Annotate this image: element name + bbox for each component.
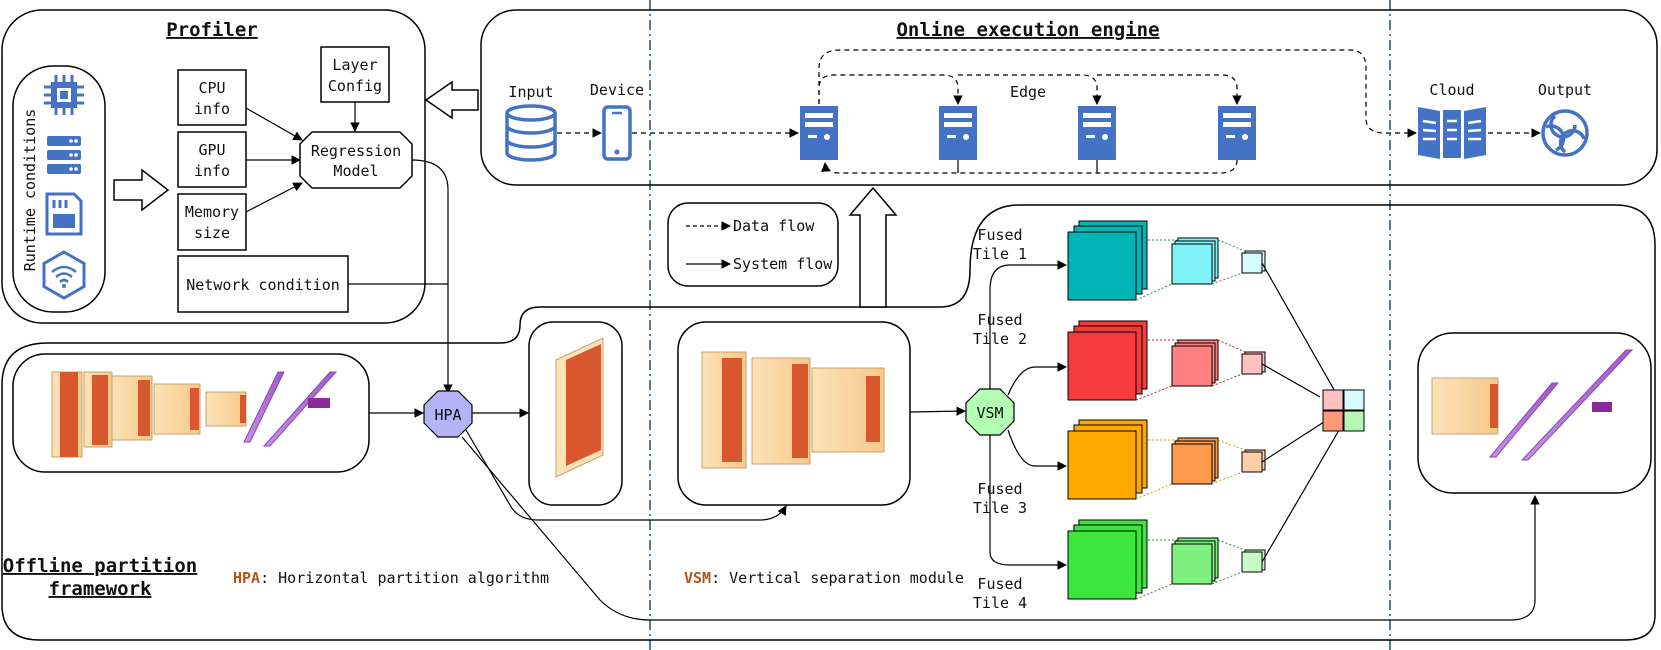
framework-title-line-1: Offline partition	[3, 555, 197, 577]
framework-arrows	[369, 260, 1540, 621]
edge-label: Edge	[1010, 83, 1046, 101]
edge-server-icon	[1078, 106, 1116, 160]
edge-server-icon	[939, 106, 977, 160]
fused-tile-4: Fused Tile 4	[973, 519, 1266, 612]
vsm-definition: VSM: Vertical separation module	[684, 569, 964, 587]
memory-card-icon	[45, 192, 83, 236]
hpa-abbr: HPA	[233, 569, 260, 587]
edge-server-icon	[800, 106, 838, 160]
merged-tile-grid	[1261, 262, 1365, 563]
hpa-description: : Horizontal partition algorithm	[260, 569, 549, 587]
vsm-node-label: VSM	[976, 404, 1003, 422]
framework-title-line-2: framework	[49, 578, 153, 600]
layer-config-box: Layer Config	[320, 46, 390, 103]
flow-legend: Data flow System flow	[667, 202, 839, 287]
engine-data-flows	[557, 49, 1541, 174]
cpu-info-box: CPU info	[177, 69, 247, 126]
profiler-arrows	[245, 102, 453, 394]
edge-server-icon	[1218, 106, 1256, 160]
runtime-conditions-label: Runtime conditions	[21, 109, 39, 272]
regression-model-line-2: Model	[333, 162, 378, 180]
memory-size-line-2: size	[194, 224, 230, 242]
runtime-conditions-box	[12, 65, 106, 313]
cpu-icon	[44, 75, 84, 115]
vsm-description: : Vertical separation module	[711, 569, 964, 587]
cnn-model-box	[12, 353, 370, 473]
fused-tile-label-1b: Tile 1	[973, 245, 1027, 263]
network-condition-box: Network condition	[177, 255, 349, 313]
fused-tile-label-3a: Fused	[977, 480, 1022, 498]
cpu-info-line-2: info	[194, 100, 230, 118]
framework-panel	[1, 204, 1656, 641]
cloud-label: Cloud	[1429, 81, 1474, 99]
fused-tile-label-4a: Fused	[977, 575, 1022, 593]
fused-tile-2: Fused Tile 2	[973, 311, 1266, 401]
server-icon	[47, 136, 81, 174]
regression-model-box: Regression Model	[299, 131, 413, 189]
runtime-to-info-arrow	[113, 168, 170, 212]
fused-tile-label-3b: Tile 3	[973, 499, 1027, 517]
cnn-layer-stack	[51, 371, 338, 458]
fused-tile-3: Fused Tile 3	[973, 419, 1266, 517]
partition-middle-box	[677, 321, 911, 506]
profiler-title: Profiler	[166, 19, 258, 41]
data-flow-legend-label: Data flow	[733, 217, 815, 235]
fused-tile-1: Fused Tile 1	[973, 220, 1266, 301]
system-flow-legend-label: System flow	[733, 255, 833, 273]
framework-to-engine-arrow	[848, 186, 898, 308]
engine-title: Online execution engine	[896, 19, 1159, 41]
database-icon	[505, 104, 557, 162]
phone-icon	[602, 105, 632, 161]
fused-tile-label-2a: Fused	[977, 311, 1022, 329]
layer-config-line-2: Config	[328, 77, 382, 95]
engine-to-profiler-arrow	[424, 80, 479, 120]
output-label: Output	[1538, 81, 1592, 99]
cloud-model-box	[1417, 332, 1652, 494]
regression-model-line-1: Regression	[311, 142, 401, 160]
engine-panel	[480, 9, 1658, 186]
gpu-info-line-2: info	[194, 162, 230, 180]
edge-return-lines	[957, 160, 1098, 173]
device-label: Device	[590, 81, 644, 99]
vsm-node: VSM	[965, 388, 1015, 436]
vsm-abbr: VSM	[684, 569, 711, 587]
fused-tile-label-2b: Tile 2	[973, 330, 1027, 348]
gpu-info-box: GPU info	[177, 131, 247, 188]
fused-tile-label-4b: Tile 4	[973, 594, 1027, 612]
network-condition-label: Network condition	[186, 276, 340, 294]
hpa-definition: HPA: Horizontal partition algorithm	[233, 569, 549, 587]
gpu-info-line-1: GPU	[198, 141, 225, 159]
wifi-icon	[42, 250, 86, 300]
layer-config-line-1: Layer	[332, 56, 377, 74]
cpu-info-line-1: CPU	[198, 79, 225, 97]
input-label: Input	[508, 83, 553, 101]
memory-size-box: Memory size	[177, 193, 247, 251]
fused-tile-label-1a: Fused	[977, 226, 1022, 244]
output-swirl-icon	[1541, 109, 1589, 157]
hpa-node-label: HPA	[434, 406, 461, 424]
hpa-node: HPA	[423, 390, 473, 438]
memory-size-line-1: Memory	[185, 203, 239, 221]
cloud-icon	[1418, 107, 1486, 159]
partition-head-box	[528, 321, 623, 506]
